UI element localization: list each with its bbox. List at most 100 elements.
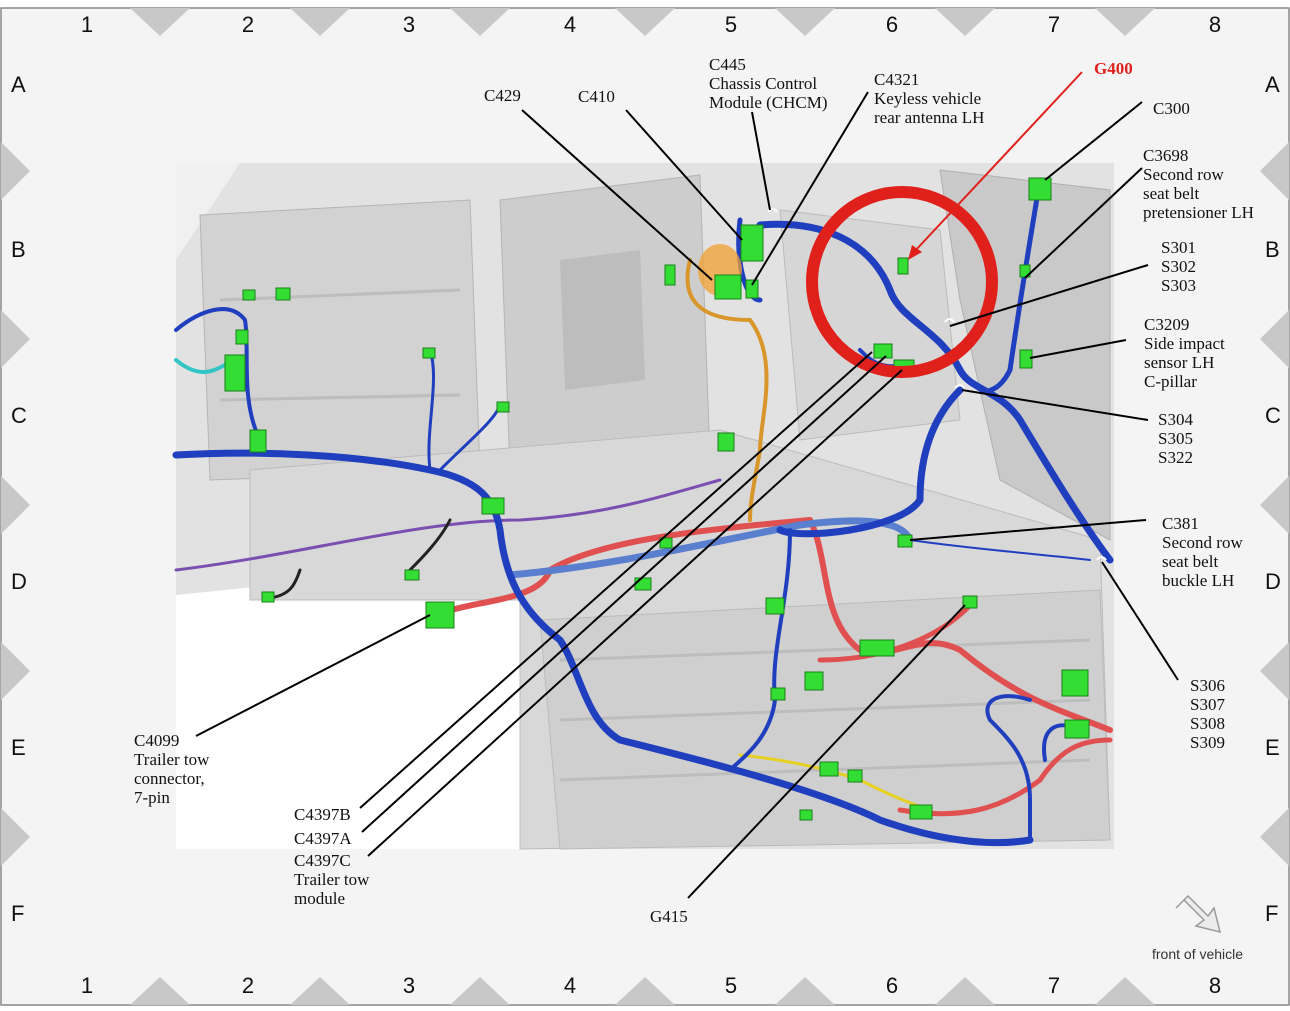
label-s322: S322 bbox=[1158, 448, 1193, 467]
grid-row-left-c: C bbox=[11, 403, 27, 428]
label-c429: C429 bbox=[484, 86, 521, 105]
grid-col-bottom-1: 1 bbox=[80, 973, 94, 998]
label-c4099: C4099 Trailer tow connector, 7-pin bbox=[134, 731, 209, 807]
label-c445-line-1: C445 bbox=[709, 55, 746, 74]
left-grid-markers bbox=[1, 142, 30, 866]
grid-row-right-f: F bbox=[1265, 901, 1279, 926]
label-c410-line: C410 bbox=[578, 87, 615, 106]
label-c4099-line-3: connector, bbox=[134, 769, 205, 788]
grid-row-left-f: F bbox=[11, 901, 25, 926]
label-c3698-line-3: seat belt bbox=[1143, 184, 1200, 203]
label-c3209-line-1: C3209 bbox=[1144, 315, 1190, 334]
grid-col-top-5: 5 bbox=[724, 12, 738, 37]
grid-col-bottom-7: 7 bbox=[1047, 973, 1061, 998]
label-c4099-line-4: 7-pin bbox=[134, 788, 170, 807]
label-c4099-line-2: Trailer tow bbox=[134, 750, 210, 769]
label-s301: S301 bbox=[1161, 238, 1196, 257]
label-s303: S303 bbox=[1161, 276, 1196, 295]
label-c4397c-line-2: Trailer tow bbox=[294, 870, 370, 889]
label-c4321: C4321 Keyless vehicle rear antenna LH bbox=[874, 70, 984, 127]
grid-col-bottom-6: 6 bbox=[885, 973, 899, 998]
label-c4397c-line-3: module bbox=[294, 889, 345, 908]
label-c4099-line-1: C4099 bbox=[134, 731, 180, 750]
label-c3698-line-1: C3698 bbox=[1143, 146, 1189, 165]
label-c3698: C3698 Second row seat belt pretensioner … bbox=[1143, 146, 1254, 222]
grid-row-left-a: A bbox=[11, 72, 26, 97]
leader-lines bbox=[195, 91, 1179, 899]
top-grid-markers bbox=[130, 8, 1155, 36]
label-g400-line: G400 bbox=[1094, 59, 1133, 78]
label-c3698-line-2: Second row bbox=[1143, 165, 1224, 184]
front-of-vehicle-label: front of vehicle bbox=[1152, 946, 1244, 962]
wiring-harnesses bbox=[172, 177, 1114, 847]
label-c381-line-4: buckle LH bbox=[1162, 571, 1235, 590]
label-c429-line: C429 bbox=[484, 86, 521, 105]
grid-col-bottom-5: 5 bbox=[724, 973, 738, 998]
label-c3209-line-2: Side impact bbox=[1144, 334, 1225, 353]
label-c410: C410 bbox=[578, 87, 615, 106]
label-c3209: C3209 Side impact sensor LH C-pillar bbox=[1144, 315, 1225, 391]
label-c3698-line-4: pretensioner LH bbox=[1143, 203, 1254, 222]
label-s308: S308 bbox=[1190, 714, 1225, 733]
grid-row-right-b: B bbox=[1265, 237, 1280, 262]
label-c381: C381 Second row seat belt buckle LH bbox=[1162, 514, 1243, 590]
label-c300-line: C300 bbox=[1153, 99, 1190, 118]
label-c4397c: C4397C Trailer tow module bbox=[294, 851, 369, 908]
grid-col-top-3: 3 bbox=[402, 12, 416, 37]
grid-col-bottom-2: 2 bbox=[241, 973, 255, 998]
label-c4397c-line-1: C4397C bbox=[294, 851, 351, 870]
label-s307: S307 bbox=[1190, 695, 1225, 714]
front-of-vehicle-arrow-icon bbox=[1175, 894, 1222, 934]
label-s301-s303: S301 S302 S303 bbox=[1161, 238, 1196, 295]
label-s309: S309 bbox=[1190, 733, 1225, 752]
label-c381-line-1: C381 bbox=[1162, 514, 1199, 533]
label-s302: S302 bbox=[1161, 257, 1196, 276]
label-c4397a-line: C4397A bbox=[294, 829, 352, 848]
label-c4321-line-1: C4321 bbox=[874, 70, 920, 89]
label-c4321-line-2: Keyless vehicle bbox=[874, 89, 982, 108]
label-g400: G400 bbox=[1094, 59, 1133, 78]
label-s304-s322: S304 S305 S322 bbox=[1158, 410, 1193, 467]
grid-row-left-e: E bbox=[11, 735, 26, 760]
label-g415: G415 bbox=[650, 907, 688, 926]
label-s306-s309: S306 S307 S308 S309 bbox=[1190, 676, 1225, 752]
grid-col-top-7: 7 bbox=[1047, 12, 1061, 37]
grid-col-top-4: 4 bbox=[563, 12, 577, 37]
label-c4397b: C4397B bbox=[294, 805, 351, 824]
label-c3209-line-3: sensor LH bbox=[1144, 353, 1215, 372]
label-g415-line: G415 bbox=[650, 907, 688, 926]
grid-row-right-e: E bbox=[1265, 735, 1280, 760]
grid-col-bottom-3: 3 bbox=[402, 973, 416, 998]
grid-col-top-8: 8 bbox=[1208, 12, 1222, 37]
grid-row-right-d: D bbox=[1265, 569, 1281, 594]
grid-row-right-c: C bbox=[1265, 403, 1281, 428]
vehicle-body-illustration bbox=[176, 163, 1114, 850]
right-grid-markers bbox=[1260, 142, 1289, 866]
label-c445-line-2: Chassis Control bbox=[709, 74, 818, 93]
grid-row-right-a: A bbox=[1265, 72, 1280, 97]
label-c300: C300 bbox=[1153, 99, 1190, 118]
grid-col-top-6: 6 bbox=[885, 12, 899, 37]
label-c4397a: C4397A bbox=[294, 829, 352, 848]
grid-col-bottom-8: 8 bbox=[1208, 973, 1222, 998]
bottom-grid-markers bbox=[130, 977, 1155, 1005]
label-c381-line-2: Second row bbox=[1162, 533, 1243, 552]
grid-row-left-d: D bbox=[11, 569, 27, 594]
label-c445: C445 Chassis Control Module (CHCM) bbox=[709, 55, 828, 112]
label-c381-line-3: seat belt bbox=[1162, 552, 1219, 571]
grid-row-left-b: B bbox=[11, 237, 26, 262]
label-s305: S305 bbox=[1158, 429, 1193, 448]
label-c3209-line-4: C-pillar bbox=[1144, 372, 1197, 391]
splice-marks bbox=[767, 208, 1107, 561]
label-s306: S306 bbox=[1190, 676, 1225, 695]
grid-col-bottom-4: 4 bbox=[563, 973, 577, 998]
label-c4397b-line: C4397B bbox=[294, 805, 351, 824]
label-c445-line-3: Module (CHCM) bbox=[709, 93, 828, 112]
g400-highlight bbox=[806, 71, 1083, 378]
grid-col-top-2: 2 bbox=[241, 12, 255, 37]
label-s304: S304 bbox=[1158, 410, 1193, 429]
grid-col-top-1: 1 bbox=[80, 12, 94, 37]
label-c4321-line-3: rear antenna LH bbox=[874, 108, 985, 127]
